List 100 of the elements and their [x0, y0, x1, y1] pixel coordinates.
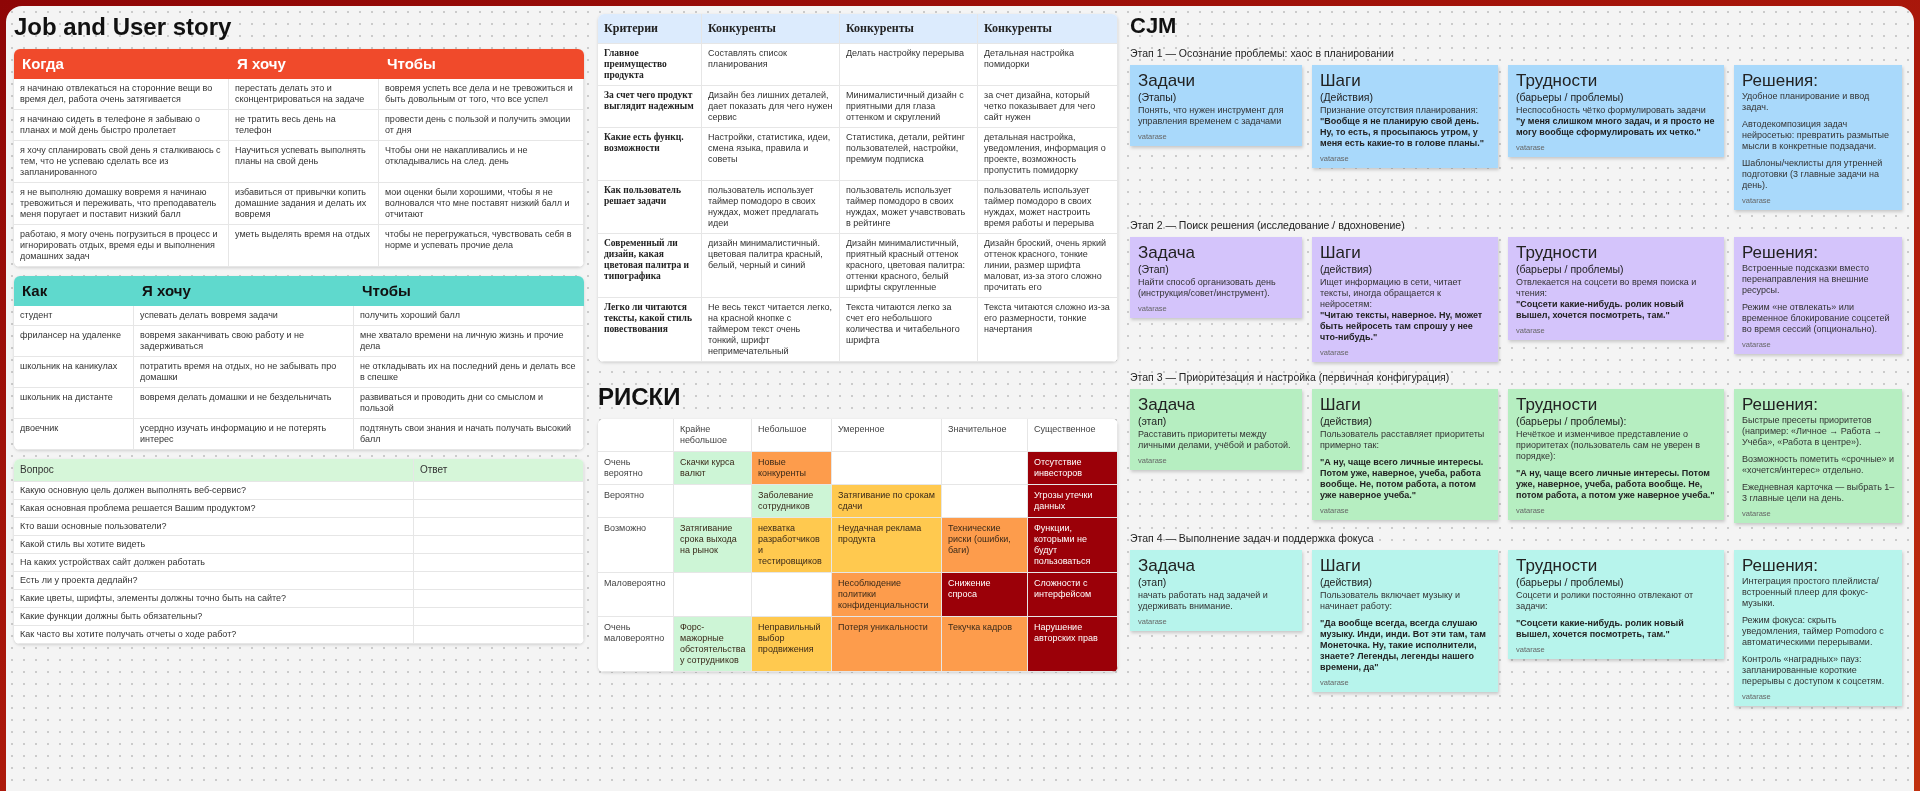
section-title: CJM [1130, 14, 1177, 39]
quote-text: "А ну, чаще всего личные интересы. Потом уже, наверное, учеба, работа вообще. Не, потом работа, а потом уже наверное учеба." [1516, 468, 1716, 502]
table-cell: я хочу спланировать свой день я сталкиваюсь с тем, что не успеваю сделать все из запланированного [14, 141, 229, 184]
table-cell: Настройки, статистика, идеи, смена языка, правила и советы [702, 128, 840, 181]
table-cell: Затягивание срока выхода на рынок [674, 518, 752, 574]
sticky-note [1734, 237, 1902, 355]
quote-text: "Читаю тексты, наверное. Ну, может быть нейросеть там спрошу у нее что-нибудь." [1320, 310, 1484, 344]
table-cell: вовремя делать домашки и не бездельничать [134, 388, 354, 420]
quote-text: "А ну, чаще всего личные интересы. Потом уже, наверное, учеба, работа вообще. Не, потом работа, а потом уже наверное учеба." [1320, 457, 1485, 502]
table-cell: я не выполняю домашку вовремя я начинаю тревожиться и переживать, что преподаватель меня поругает и поставит низкий балл [14, 183, 229, 226]
stage-heading: Этап 4 — Выполнение задач и поддержка фокуса [1130, 532, 1374, 545]
table-header-cell: Конкуренты [702, 14, 840, 44]
table-cell: Есть ли у проекта дедлайн? [14, 572, 414, 591]
table-cell: Дизайн минималистичный, приятный красный оттенок красного, цветовая палитра: оттенки красного, белый шрифты скругленные [840, 234, 978, 298]
table-cell: за счет дизайна, который четко показывает для чего сайт нужен [978, 86, 1118, 128]
table-header-cell: Вопрос [14, 459, 414, 483]
row-header-cell: Главное преимущество продукта [598, 44, 702, 86]
table-cell: студент [14, 306, 134, 327]
sticky-note [1312, 389, 1498, 521]
table-cell: Минималистичный дизайн с приятными для глаза оттенком и скруглений [840, 86, 978, 128]
table-cell: пользователь использует таймер помодоро в своих нуждах, может учавствовать в рейтинге [840, 181, 978, 234]
sticky-note [1508, 237, 1724, 341]
table-header-cell: Крайне небольшое [674, 419, 752, 453]
table-cell: я начинаю сидеть в телефоне я забываю о планах и мой день быстро пролетает [14, 110, 229, 142]
table-header-cell: Критерии [598, 14, 702, 44]
stage-heading: Этап 1 — Осознание проблемы: хаос в планировании [1130, 47, 1394, 60]
table-cell: Как часто вы хотите получать отчеты о ходе работ? [14, 626, 414, 645]
note-heading: Решения: [1742, 556, 1819, 577]
note-text: Автодекомпозиция задач нейросетью: превратить размытые мысли в конкретные подзадачи. [1742, 119, 1890, 153]
note-subheading: (Этапы) [1138, 91, 1178, 105]
sticky-note [1130, 65, 1302, 147]
table-cell: избавиться от привычки копить домашние задания и делать их вовремя [229, 183, 379, 226]
table-cell: Скачки курса валют [674, 452, 752, 486]
table-cell: Потеря уникальности [832, 617, 942, 673]
sticky-note [1734, 389, 1902, 524]
table-cell: Какие цветы, шрифты, элементы должны точно быть на сайте? [14, 590, 414, 609]
note-text: Понять, что нужен инструмент для управления временем с задачами [1138, 105, 1285, 128]
table-cell: Неудачная реклама продукта [832, 518, 942, 574]
table-cell: Функции, которыми не будут пользоваться [1028, 518, 1118, 574]
sticky-note [1312, 550, 1498, 693]
note-text: Нечёткое и изменчивое представление о приоритетах (пользователь сам не уверен в порядке): [1516, 429, 1702, 463]
table-cell: На каких устройствах сайт должен работать [14, 554, 414, 573]
quote-text: "Да вообще всегда, всегда слушаю музыку. Инди, инди. Вот эти там, там Монеточка. Ну, такие исполнители, знаете? Легенды, легенды нашего времени, да" [1320, 618, 1487, 674]
table-cell: Статистика, детали, рейтинг пользователей, настройки, премиум подписка [840, 128, 978, 181]
table-header-cell: Я хочу [229, 49, 379, 80]
table-cell: дизайн минималистичный. цветовая палитра красный, белый, черный и синий [702, 234, 840, 298]
note-text: Шаблоны/чеклисты для утренней подготовки (3 главные задачи на день). [1742, 158, 1884, 192]
table-header-cell: Конкуренты [840, 14, 978, 44]
note-text: Отвлекается на соцсети во время поиска и чтения: [1516, 277, 1698, 300]
note-text: Пользователь включает музыку и начинает работу: [1320, 590, 1461, 613]
table-cell: Технические риски (ошибки, баги) [942, 518, 1028, 574]
table-cell: детальная настройка, уведомления, информация о проекте, возможность пропустить помидорку [978, 128, 1118, 181]
note-text: Признание отсутствия планирования: [1320, 105, 1479, 117]
table-header-cell: Когда [14, 49, 229, 80]
table-cell: Текста читаются сложно из-за его размерности, тонкие начертания [978, 298, 1118, 362]
table-cell: вовремя успеть все дела и не тревожиться и быть довольным от того, что все успел [379, 79, 584, 111]
note-subheading: (барьеры / проблемы) [1516, 576, 1625, 590]
table-cell: Какая основная проблема решается Вашим продуктом? [14, 500, 414, 519]
table-cell: Научиться успевать выполнять планы на свой день [229, 141, 379, 184]
table-cell: пользователь использует таймер помодоро в своих нуждах, может предлагать идеи [702, 181, 840, 234]
sticky-note [1312, 237, 1498, 363]
table-cell: уметь выделять время на отдых [229, 225, 379, 268]
sticky-note [1508, 65, 1724, 158]
note-subheading: (барьеры / проблемы) [1516, 91, 1625, 105]
row-header-cell: Очень вероятно [598, 452, 674, 486]
note-subheading: (действия) [1320, 415, 1373, 429]
sticky-note [1130, 389, 1302, 471]
table-cell: вовремя заканчивать свою работу и не задерживаться [134, 326, 354, 358]
table-cell: Сложности с интерфейсом [1028, 573, 1118, 618]
table-cell: Дизайн без лишних деталей, дает показать для чего нужен сервис [702, 86, 840, 128]
note-heading: Задача [1138, 243, 1197, 264]
table-cell: Снижение спроса [942, 573, 1028, 618]
table-cell: Неправильный выбор продвижения [752, 617, 832, 673]
quote-text: "Соцсети какие-нибудь. ролик новый вышел, хочется посмотреть, там." [1516, 299, 1685, 322]
note-heading: Решения: [1742, 395, 1819, 416]
note-heading: Трудности [1516, 395, 1599, 416]
sticky-note [1734, 65, 1902, 211]
quote-text: "у меня слишком много задач, и я просто не могу вообще сформулировать их четко." [1516, 116, 1716, 139]
section-title: РИСКИ [598, 384, 681, 411]
note-subheading: (этап) [1138, 415, 1168, 429]
table-cell: Отсутствие инвесторов [1028, 452, 1118, 486]
table-cell: Затягивание по срокам сдачи [832, 485, 942, 519]
table-header-cell: Значительное [942, 419, 1028, 453]
table-cell: Форс-мажорные обстоятельства у сотрудников [674, 617, 752, 673]
note-subheading: (Этап) [1138, 263, 1170, 277]
note-text: Встроенные подсказки вместо перенаправления на внешние ресурсы. [1742, 263, 1871, 297]
table-cell: чтобы не перегружаться, чувствовать себя в норме и успевать прочие дела [379, 225, 584, 268]
table-cell: школьник на дистанте [14, 388, 134, 420]
table-cell: Какой стиль вы хотите видеть [14, 536, 414, 555]
table-cell: успевать делать вовремя задачи [134, 306, 354, 327]
table-cell: развиваться и проводить дни со смыслом и пользой [354, 388, 584, 420]
table-cell: Нарушение авторских прав [1028, 617, 1118, 673]
note-heading: Шаги [1320, 243, 1362, 264]
note-text: Возможность пометить «срочные» и «хочется/интерес» отдельно. [1742, 454, 1895, 477]
stage-heading: Этап 2 — Поиск решения (исследование / вдохновение) [1130, 219, 1405, 232]
table-header-cell: Я хочу [134, 276, 354, 307]
note-subheading: (барьеры / проблемы): [1516, 415, 1628, 429]
note-subheading: (действия) [1320, 576, 1373, 590]
note-text: Ежедневная карточка — выбрать 1–3 главные цели на день. [1742, 482, 1895, 505]
sticky-note [1312, 65, 1498, 169]
